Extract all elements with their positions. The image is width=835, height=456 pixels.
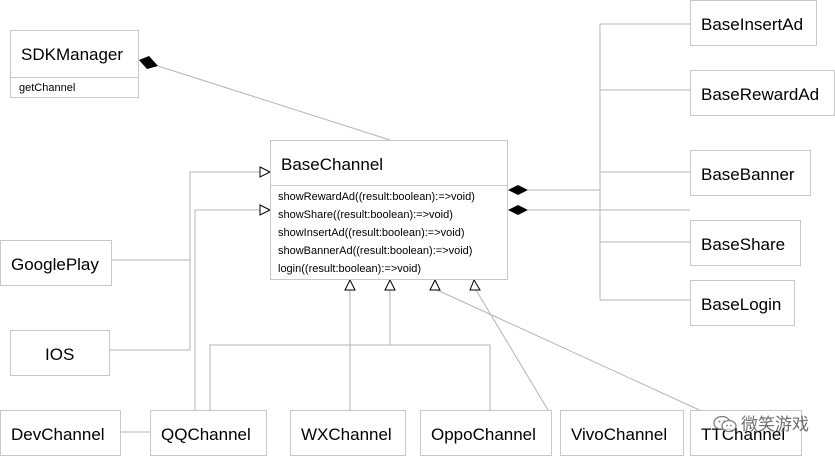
basebanner-title: BaseBanner xyxy=(701,165,795,184)
sdkmanager-class: SDKManager getChannel xyxy=(10,30,139,98)
inherit-line-qqchannel xyxy=(194,209,260,410)
ios-class: IOS xyxy=(10,330,110,376)
baselogin-title: BaseLogin xyxy=(701,295,782,314)
wxchannel-title: WXChannel xyxy=(301,425,392,444)
inherit-line-googleplay xyxy=(110,171,260,261)
inherit-arrow-4 xyxy=(344,278,356,291)
watermark-text: 微笑游戏 xyxy=(741,415,809,434)
sdkmanager-title: SDKManager xyxy=(21,45,124,64)
method-login: login((result:boolean):=>void) xyxy=(278,263,422,275)
devchannel-title: DevChannel xyxy=(11,425,105,444)
inherit-arrow-3 xyxy=(384,278,396,291)
composition-diamond-2 xyxy=(508,205,528,215)
composition-diamond-sdkmanager xyxy=(139,56,158,69)
inherit-arrow-5 xyxy=(469,278,481,291)
ios-title: IOS xyxy=(45,345,75,364)
composition-line-sdkmanager xyxy=(157,65,391,141)
inherit-arrow-2 xyxy=(259,204,272,216)
googleplay-class: GooglePlay xyxy=(0,240,112,286)
qqchannel-title: QQChannel xyxy=(161,425,251,444)
inherit-arrow-6 xyxy=(429,278,441,291)
vivochannel-title: VivoChannel xyxy=(571,425,668,444)
baseinsertad-title: BaseInsertAd xyxy=(701,15,804,34)
sdkmanager-method: getChannel xyxy=(19,82,76,94)
oppochannel-title: OppoChannel xyxy=(431,425,536,444)
basechannel-title: BaseChannel xyxy=(281,155,384,174)
sdkmanager-divider xyxy=(11,77,138,78)
method-show-reward-ad: showRewardAd((result:boolean):=>void) xyxy=(278,191,475,203)
basebanner-class: BaseBanner xyxy=(690,150,811,196)
devchannel-class: DevChannel xyxy=(0,410,121,456)
method-show-banner-ad: showBannerAd((result:boolean):=>void) xyxy=(278,245,473,257)
basechannel-divider xyxy=(271,185,507,186)
googleplay-title: GooglePlay xyxy=(11,255,99,274)
inherit-line-ios xyxy=(110,260,191,351)
watermark: 微笑游戏 xyxy=(713,410,809,435)
qqchannel-class: QQChannel xyxy=(150,410,267,456)
oppochannel-class: OppoChannel xyxy=(420,410,552,456)
baserewardad-title: BaseRewardAd xyxy=(701,85,820,104)
baseshare-title: BaseShare xyxy=(701,235,786,254)
inherit-arrow-1 xyxy=(259,166,272,178)
basechannel-class: BaseChannel showRewardAd((result:boolean… xyxy=(270,140,508,280)
baseshare-class: BaseShare xyxy=(690,220,801,266)
baselogin-class: BaseLogin xyxy=(690,280,795,326)
wxchannel-class: WXChannel xyxy=(290,410,406,456)
inherit-line-vivochannel xyxy=(475,289,549,411)
baserewardad-class: BaseRewardAd xyxy=(690,70,835,116)
inherit-line-ttchannel xyxy=(436,289,731,425)
method-show-insert-ad: showInsertAd((result:boolean):=>void) xyxy=(278,227,465,239)
baseinsertad-class: BaseInsertAd xyxy=(690,0,817,46)
vivochannel-class: VivoChannel xyxy=(560,410,684,456)
composition-diamond-1 xyxy=(508,185,528,195)
wechat-icon xyxy=(713,415,737,433)
method-show-share: showShare((result:boolean):=>void) xyxy=(278,209,453,221)
